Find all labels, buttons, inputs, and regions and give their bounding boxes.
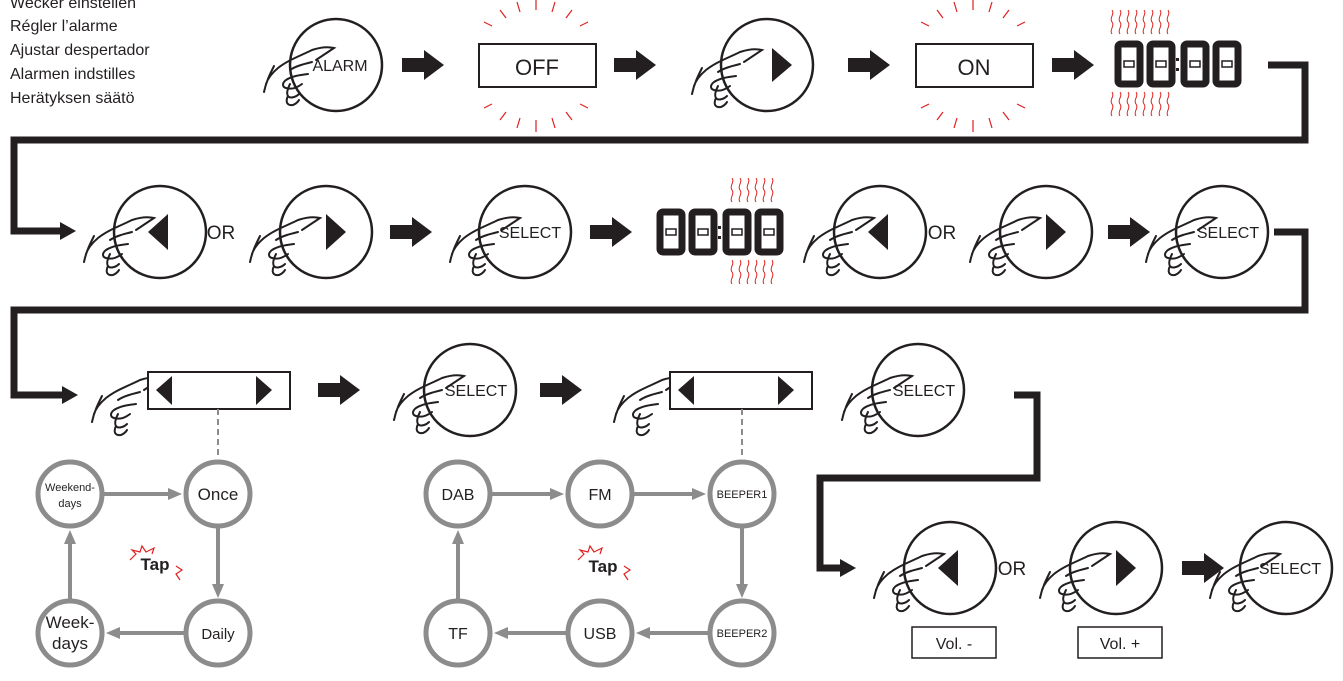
flow-arrow	[318, 375, 360, 405]
flow-arrow	[390, 217, 432, 247]
arrow-left-icon	[156, 376, 172, 405]
svg-text:days: days	[58, 498, 82, 510]
node-weekdays	[35, 598, 105, 668]
svg-text:USB: USB	[584, 626, 617, 643]
svg-text:Daily: Daily	[201, 626, 235, 643]
arrow-right-icon	[256, 376, 272, 405]
svg-text:Tap: Tap	[589, 557, 618, 576]
flow-arrow	[1108, 217, 1150, 247]
alarm-button-label: ALARM	[312, 58, 367, 75]
flow-arrow	[614, 50, 656, 80]
on-label: ON	[958, 55, 991, 80]
play-left-icon	[868, 214, 888, 250]
node-beeper2	[707, 598, 777, 668]
or-label: OR	[928, 223, 957, 244]
svg-text:FM: FM	[588, 487, 611, 504]
or-label: OR	[207, 223, 236, 244]
source-cycle: DAB FM BEEPER1 BEEPER2 USB TF Tap	[423, 459, 777, 668]
step-select-button-4: SELECT	[841, 342, 966, 438]
node-usb	[565, 598, 635, 668]
vol-minus-label: Vol. -	[936, 636, 972, 653]
repeat-selector-bar	[91, 371, 291, 456]
step-select-button-5: SELECT	[1209, 520, 1334, 616]
flow-arrow	[1052, 50, 1094, 80]
select-button-label: SELECT	[499, 225, 561, 242]
node-daily	[183, 598, 253, 668]
node-fm	[565, 459, 635, 529]
node-once	[183, 459, 253, 529]
node-tf	[423, 598, 493, 668]
clock-display-hours-flashing	[1110, 9, 1238, 117]
svg-text:Once: Once	[198, 485, 239, 504]
step-select-button-1: SELECT	[449, 184, 573, 280]
svg-text:BEEPER1: BEEPER1	[717, 489, 768, 501]
tap-badge: Tap	[577, 544, 632, 581]
vol-plus-label: Vol. +	[1100, 636, 1140, 653]
select-button-label: SELECT	[1259, 561, 1321, 578]
svg-text:DAB: DAB	[442, 487, 475, 504]
select-button-label: SELECT	[1197, 225, 1259, 242]
caption-french: Régler l’alarme	[10, 18, 118, 35]
step-select-button-2: SELECT	[1145, 184, 1270, 280]
step-right-button-3	[969, 184, 1094, 280]
flow-arrow	[848, 50, 890, 80]
svg-text:Weekend-: Weekend-	[45, 482, 95, 494]
svg-text:TF: TF	[448, 626, 468, 643]
step-alarm-button: ALARM	[263, 17, 384, 113]
svg-text:Week-: Week-	[46, 613, 95, 632]
flow-arrow	[590, 217, 632, 247]
svg-text:Tap: Tap	[141, 555, 170, 574]
play-right-icon	[1116, 550, 1136, 586]
step-right-button-1	[691, 17, 815, 113]
caption-german: Wecker einstellen	[10, 0, 136, 12]
arrow-right-icon	[778, 376, 794, 405]
step-left-button-1	[83, 184, 208, 280]
step-select-button-3: SELECT	[393, 342, 518, 438]
off-label: OFF	[515, 55, 559, 80]
arrow-left-icon	[678, 376, 694, 405]
step-right-button-2	[249, 184, 374, 280]
tap-badge: Tap	[129, 544, 184, 581]
or-label: OR	[998, 559, 1027, 580]
clock-display-minutes-flashing	[660, 177, 780, 285]
svg-text:BEEPER2: BEEPER2	[717, 628, 768, 640]
caption-spanish: Ajustar despertador	[10, 42, 150, 59]
play-right-icon	[326, 214, 346, 250]
play-right-icon	[1046, 214, 1066, 250]
step-left-button-2	[803, 184, 928, 280]
node-beeper1	[707, 459, 777, 529]
node-dab	[423, 459, 493, 529]
source-selector-bar	[613, 371, 813, 456]
on-display: ON	[915, 0, 1034, 133]
node-weekend-days	[35, 459, 105, 529]
caption-danish: Alarmen indstilles	[10, 66, 136, 83]
flow-arrow	[402, 50, 444, 80]
volume-up-button: Vol. +	[1039, 520, 1164, 659]
select-button-label: SELECT	[893, 383, 955, 400]
flow-connector	[10, 228, 1309, 399]
svg-text:days: days	[52, 634, 88, 653]
play-left-icon	[148, 214, 168, 250]
volume-down-button: Vol. -	[873, 520, 998, 659]
flow-connector	[10, 61, 1309, 235]
select-button-label: SELECT	[445, 383, 507, 400]
flow-connector	[816, 391, 1041, 572]
flow-arrow	[540, 375, 582, 405]
caption-finnish: Herätyksen säätö	[10, 90, 135, 107]
play-right-icon	[772, 48, 792, 82]
repeat-cycle: Weekend- days Once Daily Week- days Tap	[35, 459, 253, 668]
play-left-icon	[938, 550, 958, 586]
off-display: OFF	[478, 0, 597, 133]
